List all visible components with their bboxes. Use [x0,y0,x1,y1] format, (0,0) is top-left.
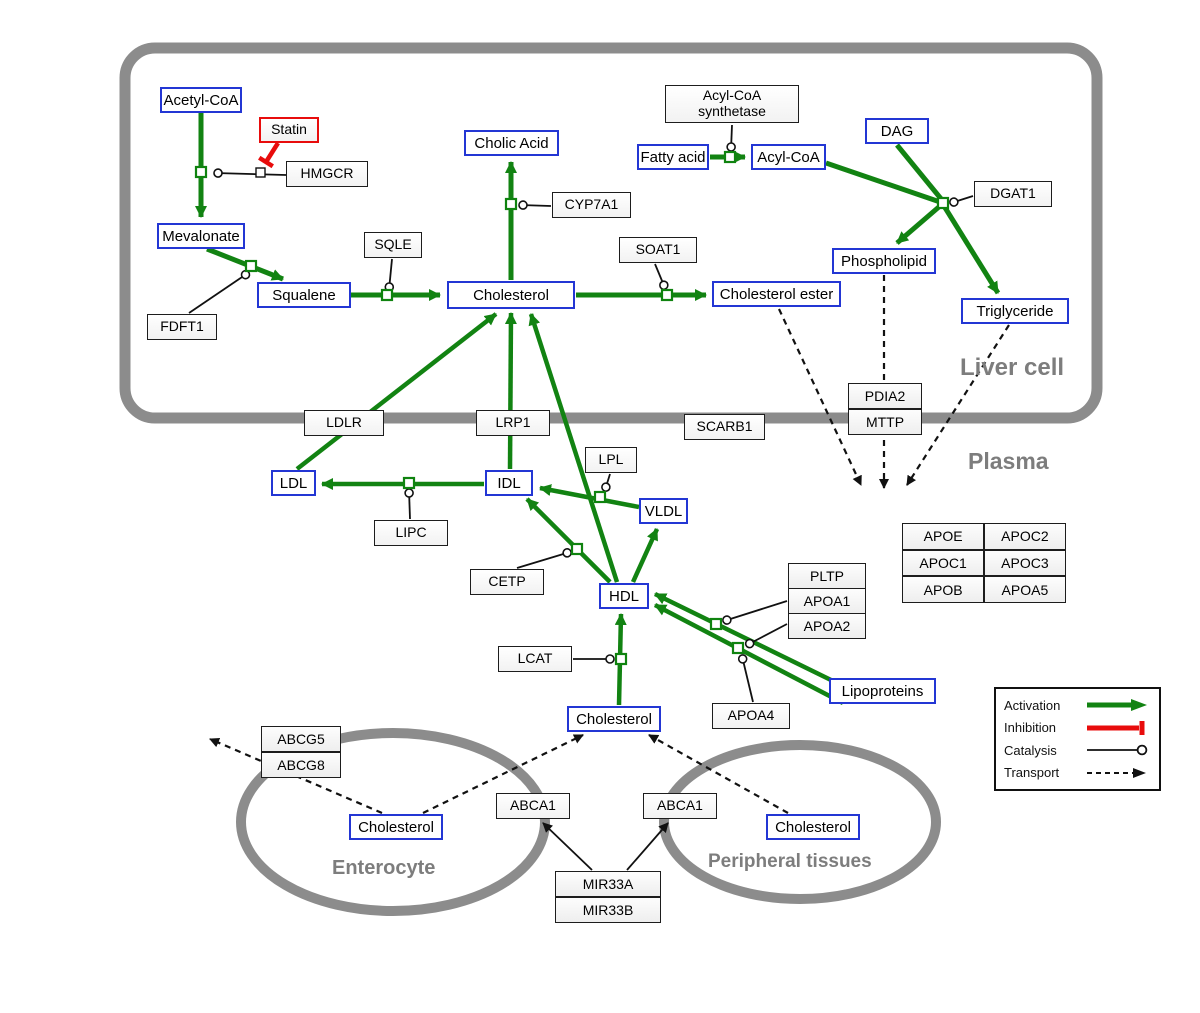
node-fatty-acid[interactable]: Fatty acid [637,144,709,170]
peripheral-tissues-label: Peripheral tissues [708,851,872,872]
plasma-label: Plasma [968,448,1049,474]
node-mir33b[interactable]: MIR33B [556,897,660,922]
node-lipc[interactable]: LIPC [374,520,448,546]
catalysis-edges [188,124,974,703]
node-cetp[interactable]: CETP [470,569,544,595]
inhibition-edge-statin [258,141,280,169]
peripheral-tissues-membrane [659,740,941,904]
node-pdia2[interactable]: PDIA2 [849,384,921,409]
node-lrp1[interactable]: LRP1 [476,410,550,436]
node-hdl[interactable]: HDL [599,583,649,609]
node-lipoproteins[interactable]: Lipoproteins [829,678,936,704]
node-dgat1[interactable]: DGAT1 [974,181,1052,207]
node-apoc3[interactable]: APOC3 [984,550,1065,576]
inhibition-tbar-icon [1087,720,1145,735]
activation-edges-liver [195,113,1001,301]
node-pltp[interactable]: PLTP [789,564,865,588]
legend-activation-label: Activation [1004,697,1061,713]
node-acetyl-coa[interactable]: Acetyl-CoA [160,87,242,113]
node-lpl[interactable]: LPL [585,447,637,473]
node-soat1[interactable]: SOAT1 [619,237,697,263]
stack-abcg: ABCG5 ABCG8 [261,726,341,778]
node-triglyceride[interactable]: Triglyceride [961,298,1069,324]
node-cholic-acid[interactable]: Cholic Acid [464,130,559,156]
node-phospholipid[interactable]: Phospholipid [832,248,936,274]
legend-transport-label: Transport [1004,765,1060,781]
legend-box: Activation Inhibition Catalysis Transpor… [994,687,1161,791]
transport-dashed-arrow-icon [1087,767,1146,778]
node-cholesterol-plasma[interactable]: Cholesterol [567,706,661,732]
node-mttp[interactable]: MTTP [849,409,921,434]
legend-item-transport: Transport [1004,762,1151,784]
legend-catalysis-label: Catalysis [1004,742,1057,758]
enterocyte-label: Enterocyte [332,857,436,879]
node-cholesterol-enterocyte[interactable]: Cholesterol [349,814,443,840]
node-apoe[interactable]: APOE [903,524,984,549]
reaction-nodes [194,150,950,666]
node-abcg5[interactable]: ABCG5 [262,727,340,752]
node-apoc1[interactable]: APOC1 [903,550,984,576]
legend-item-catalysis: Catalysis [1004,739,1151,761]
node-dag[interactable]: DAG [865,118,929,144]
regulation-edges [542,822,669,871]
node-apoa2[interactable]: APOA2 [789,614,865,638]
node-cholesterol-ester[interactable]: Cholesterol ester [712,281,841,307]
node-mir33a[interactable]: MIR33A [556,872,660,897]
node-apoa4[interactable]: APOA4 [712,703,790,729]
node-idl[interactable]: IDL [485,470,533,496]
apolipoprotein-table: APOE APOC2 APOC1 APOC3 APOB APOA5 [902,523,1066,603]
node-acyl-coa-synthetase[interactable]: Acyl-CoA synthetase [665,85,799,123]
node-fdft1[interactable]: FDFT1 [147,314,217,340]
liver-cell-label: Liver cell [960,354,1065,381]
activation-arrow-icon [1087,699,1147,711]
node-apoa5[interactable]: APOA5 [984,577,1065,602]
enterocyte-membrane [236,728,550,916]
legend-inhibition-label: Inhibition [1004,720,1057,736]
node-ldlr[interactable]: LDLR [304,410,384,436]
stack-pdia2-mttp: PDIA2 MTTP [848,383,922,435]
node-cholesterol-liver[interactable]: Cholesterol [447,281,575,309]
node-apoc2[interactable]: APOC2 [984,524,1065,549]
node-apoa1[interactable]: APOA1 [789,589,865,613]
catalysis-circle-icon [1087,745,1148,756]
liver-cell-membrane [119,42,1103,424]
node-sqle[interactable]: SQLE [364,232,422,258]
node-acyl-coa[interactable]: Acyl-CoA [751,144,826,170]
node-squalene[interactable]: Squalene [257,282,351,308]
node-statin[interactable]: Statin [259,117,319,143]
legend-item-activation: Activation [1004,694,1151,716]
node-ldl[interactable]: LDL [271,470,316,496]
legend-item-inhibition: Inhibition [1004,717,1151,739]
statin-target-node [255,167,266,178]
node-mevalonate[interactable]: Mevalonate [157,223,245,249]
node-abca1-peripheral[interactable]: ABCA1 [643,793,717,819]
stack-mir33: MIR33A MIR33B [555,871,661,923]
node-abca1-enterocyte[interactable]: ABCA1 [496,793,570,819]
node-lcat[interactable]: LCAT [498,646,572,672]
activation-edges-plasma [295,312,845,706]
stack-pltp-apoa: PLTP APOA1 APOA2 [788,563,866,639]
node-cyp7a1[interactable]: CYP7A1 [552,192,631,218]
node-cholesterol-peripheral[interactable]: Cholesterol [766,814,860,840]
node-hmgcr[interactable]: HMGCR [286,161,368,187]
node-abcg8[interactable]: ABCG8 [262,752,340,777]
node-apob[interactable]: APOB [903,577,984,602]
node-scarb1[interactable]: SCARB1 [684,414,765,440]
node-vldl[interactable]: VLDL [639,498,688,524]
